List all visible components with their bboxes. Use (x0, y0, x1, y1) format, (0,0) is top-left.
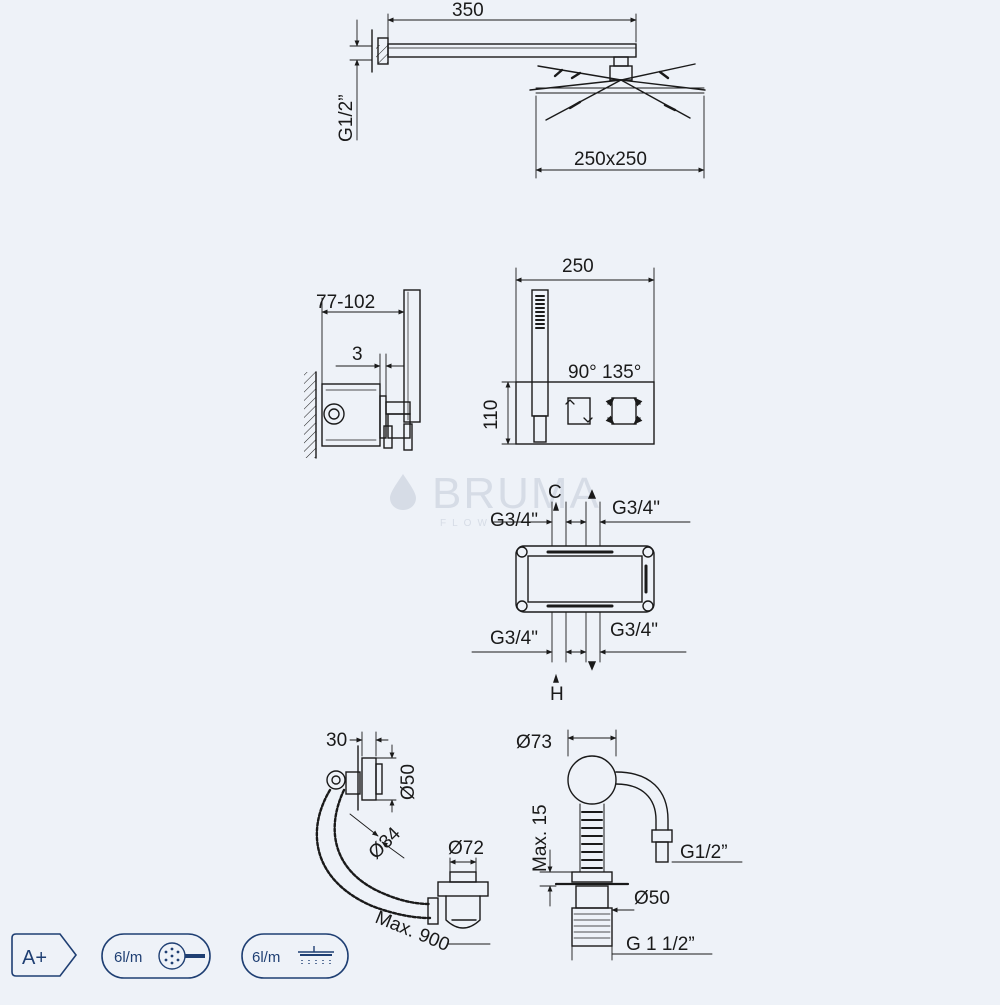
dim-bottom-right-port: G3/4" (610, 620, 658, 641)
rain-shower-flow-label: 6l/m (252, 949, 280, 966)
badge-hand-shower-flow: 6l/m (101, 933, 211, 979)
dim-lever-angles: 90° 135° (568, 362, 641, 383)
dim-filler-height: Max. 15 (530, 804, 551, 872)
watermark-tagline: FLOW (440, 518, 493, 529)
dim-offset: 3 (352, 344, 363, 365)
mixer-panel-front-drawing (501, 267, 655, 445)
dim-outlet-thread: G 1 1/2” (626, 934, 695, 955)
dim-top-left-port: G3/4" (490, 510, 538, 531)
hand-shower-side-drawing (304, 289, 421, 459)
bath-waste-drawing (315, 731, 491, 945)
bath-filler-drawing (539, 729, 743, 961)
dim-top-right-port: G3/4" (612, 498, 660, 519)
dim-hose-length: Max. 900 (372, 907, 452, 956)
watermark-brand-name: BRUMA (432, 469, 601, 518)
dim-inlet-thread: G1/2” (680, 842, 728, 863)
dim-head-size: 250x250 (574, 149, 647, 170)
dim-panel-height: 110 (481, 400, 502, 430)
dim-hose-dia: Ø34 (365, 823, 406, 864)
dim-arm-thread: G1/2” (336, 94, 357, 142)
dim-arm-length: 350 (452, 0, 484, 21)
badge-rain-shower-flow: 6l/m (241, 933, 349, 979)
dim-drain-dia: Ø72 (448, 838, 484, 859)
dim-depth-range: 77-102 (316, 292, 375, 313)
label-cold: C (548, 482, 562, 503)
rain-shower-icon (298, 946, 334, 965)
label-hot: H (550, 684, 564, 705)
dim-base-dia: Ø50 (634, 888, 670, 909)
badge-energy-class: A+ (11, 933, 78, 977)
dim-filler-head-dia: Ø73 (516, 732, 552, 753)
concealed-valve-drawing (471, 489, 691, 683)
hand-shower-flow-label: 6l/m (114, 949, 142, 966)
overhead-shower-drawing (349, 13, 706, 179)
hand-shower-icon (158, 942, 205, 970)
dim-overflow-dia: Ø50 (398, 764, 419, 800)
dim-panel-width: 250 (562, 256, 594, 277)
dim-overflow-depth: 30 (326, 730, 347, 751)
energy-class-label: A+ (22, 947, 47, 969)
drop-logo-icon (390, 474, 416, 510)
brand-watermark: BRUMA FLOW (390, 469, 601, 529)
dim-bottom-left-port: G3/4" (490, 628, 538, 649)
